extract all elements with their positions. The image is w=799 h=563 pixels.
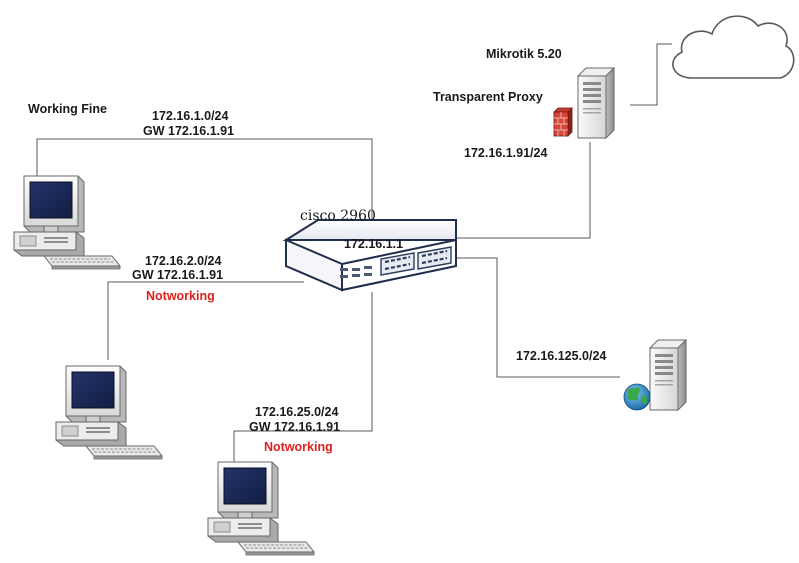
desktop-computer-icon-3 <box>207 461 315 556</box>
globe-icon <box>623 383 651 411</box>
switch-port-group-right <box>417 246 452 270</box>
pc2-status-label: Notworking <box>146 289 215 303</box>
pc1-subnet-label: 172.16.1.0/24 <box>152 109 229 123</box>
server-with-firewall-icon <box>553 67 615 139</box>
pc2-gateway-label: GW 172.16.1.91 <box>132 268 224 282</box>
switch-port-group-left <box>380 252 415 276</box>
pc3-gateway-label: GW 172.16.1.91 <box>249 420 341 434</box>
pc1-status-label: Working Fine <box>28 102 107 116</box>
desktop-computer-icon-2 <box>55 365 163 460</box>
server-subnet-label: 172.16.125.0/24 <box>516 349 607 363</box>
link-switch-to-pc2 <box>107 281 304 360</box>
network-switch-icon <box>282 219 457 292</box>
switch-model-label: cisco 2960 <box>300 208 376 224</box>
link-switch-to-proxy <box>457 142 591 239</box>
pc2-subnet-label: 172.16.2.0/24 <box>145 254 222 268</box>
pc3-subnet-label: 172.16.25.0/24 <box>255 405 339 419</box>
cloud-icon <box>672 15 795 79</box>
switch-ip-label: 172.16.1.1 <box>344 237 404 251</box>
pc3-status-label: Notworking <box>264 440 333 454</box>
link-proxy-to-cloud <box>630 43 672 106</box>
server-with-globe-icon <box>623 339 687 411</box>
desktop-computer-icon-1 <box>13 175 121 270</box>
link-switch-to-pc1 <box>36 138 373 225</box>
proxy-role-label: Transparent Proxy <box>433 90 543 104</box>
pc1-gateway-label: GW 172.16.1.91 <box>143 124 235 138</box>
link-switch-to-server <box>454 257 620 378</box>
proxy-ip-label: 172.16.1.91/24 <box>464 146 548 160</box>
link-switch-to-pc3 <box>233 292 373 470</box>
proxy-name-label: Mikrotik 5.20 <box>486 47 562 61</box>
